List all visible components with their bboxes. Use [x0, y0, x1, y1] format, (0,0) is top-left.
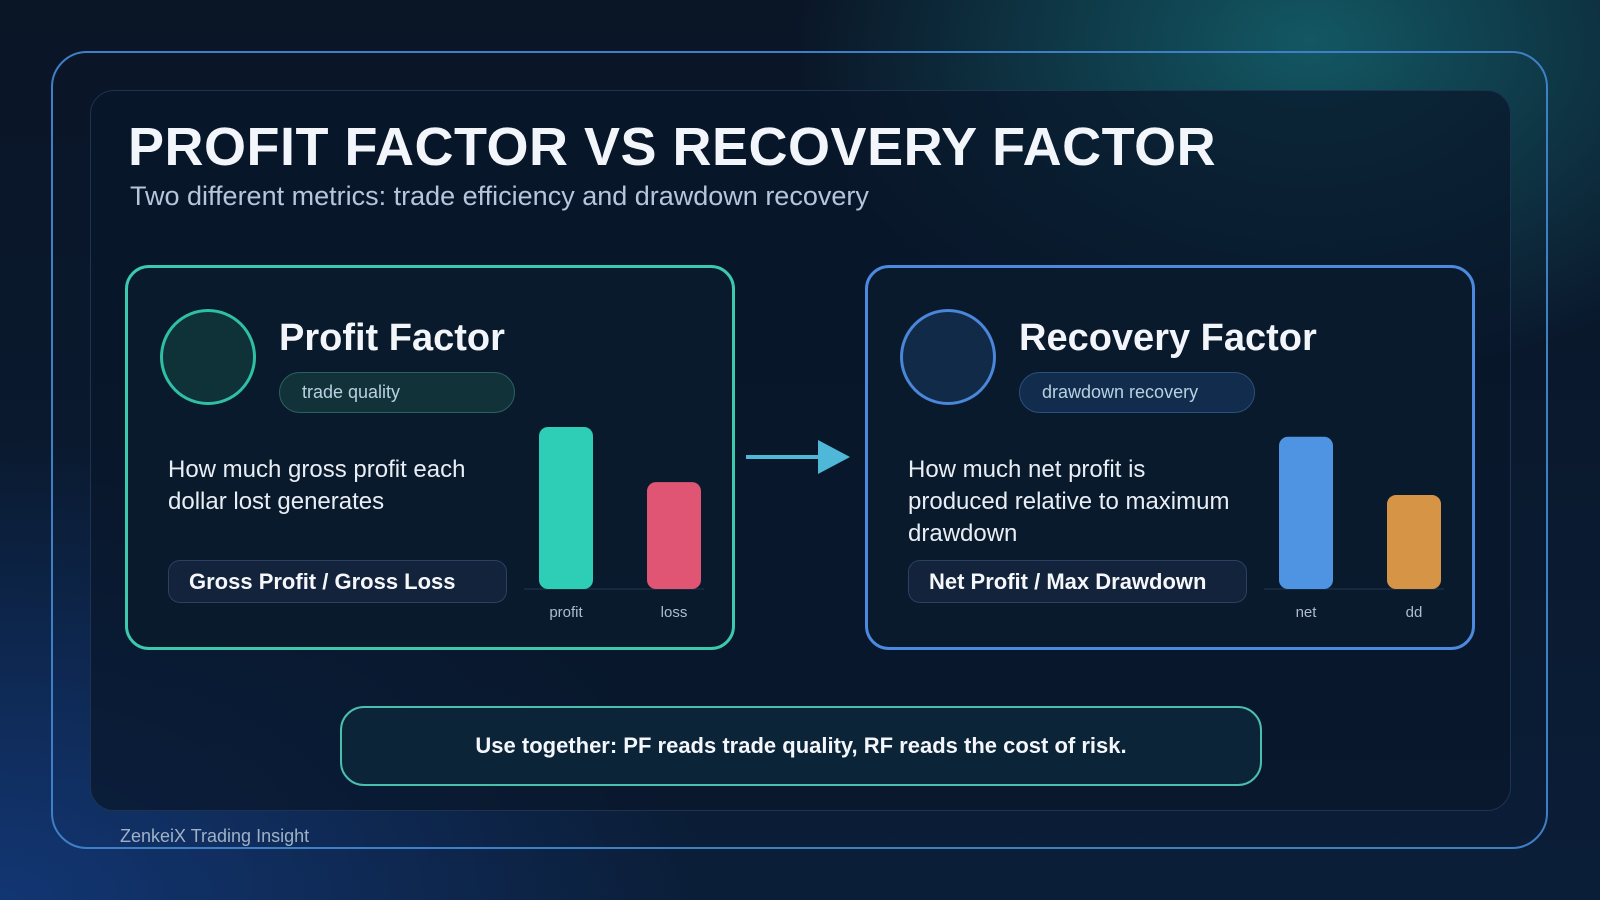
- bar-loss: [647, 482, 701, 589]
- profit-factor-circle-icon: [160, 309, 256, 405]
- recovery-factor-description: How much net profit is produced relative…: [908, 456, 1230, 547]
- bar-dd: [1387, 495, 1441, 589]
- outer-frame: [51, 51, 1548, 849]
- profit-factor-title: Profit Factor: [279, 317, 505, 359]
- usage-note: Use together: PF reads trade quality, RF…: [340, 706, 1262, 786]
- profit-factor-card: Profit Factor trade quality How much gro…: [125, 265, 735, 650]
- arrow-icon: [746, 440, 850, 474]
- page-subtitle: Two different metrics: trade efficiency …: [130, 181, 869, 211]
- profit-factor-description: How much gross profit each dollar lost g…: [168, 456, 466, 515]
- recovery-factor-tag: drawdown recovery: [1019, 372, 1255, 413]
- bar-label-profit: profit: [549, 604, 583, 621]
- recovery-factor-title: Recovery Factor: [1019, 317, 1317, 359]
- footer-brand: ZenkeiX Trading Insight: [120, 826, 310, 846]
- recovery-factor-circle-icon: [900, 309, 996, 405]
- page-title: PROFIT FACTOR VS RECOVERY FACTOR: [128, 117, 1217, 177]
- profit-factor-bar-chart: profit loss: [524, 427, 704, 621]
- bar-label-net: net: [1296, 604, 1318, 621]
- recovery-factor-card: Recovery Factor drawdown recovery How mu…: [865, 265, 1475, 650]
- bar-profit: [539, 427, 593, 589]
- bar-net: [1279, 436, 1333, 589]
- profit-factor-tag: trade quality: [279, 372, 515, 413]
- bar-label-dd: dd: [1406, 604, 1423, 621]
- recovery-factor-formula: Net Profit / Max Drawdown: [908, 560, 1247, 603]
- profit-factor-formula: Gross Profit / Gross Loss: [168, 560, 507, 603]
- recovery-factor-bar-chart: net dd: [1264, 436, 1444, 621]
- bar-label-loss: loss: [661, 604, 688, 621]
